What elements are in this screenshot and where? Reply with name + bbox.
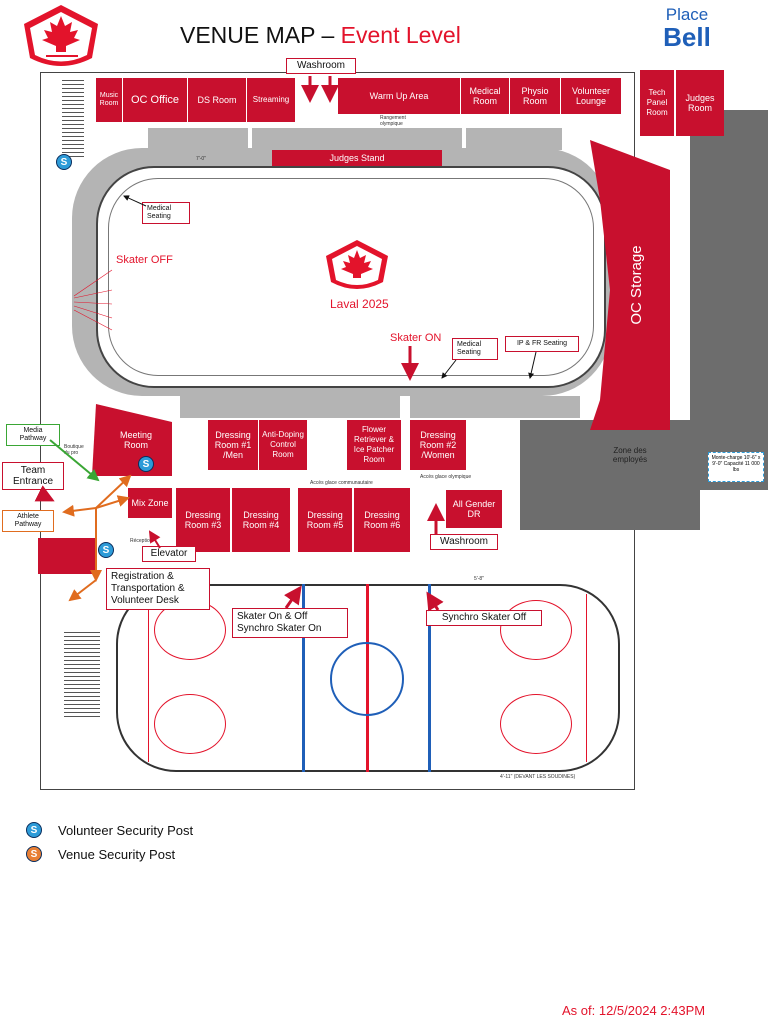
all-gender-dr: All Gender DR [446,490,502,528]
athlete-pathway-label: Athlete Pathway [2,510,54,532]
oc-office: OC Office [123,78,187,122]
elevator-pointer [148,530,161,549]
meeting-room-label: Meeting Room [119,430,153,450]
legend-venue-icon: S [26,846,42,862]
volunteer-lounge: Volunteer Lounge [561,78,621,114]
brand-line-1: Place [665,5,709,24]
monte-charge-label: Monte-charge 10'-6" x 9'-0" Capacité 11 … [708,452,764,482]
team-entrance-label: Team Entrance [2,462,64,490]
page-title: VENUE MAP – Event Level [180,22,461,48]
mix-zone: Mix Zone [128,488,172,518]
stairs-left-top [62,80,84,160]
faceoff-circle-tr [500,600,572,660]
medical-seating-label-2: Medical Seating [452,338,498,360]
rink-blue-line-left [302,584,305,772]
registration-area-room [38,538,96,574]
brand-line-2: Bell [663,22,711,52]
service-area-right [690,110,768,490]
service-area-lower [520,420,700,530]
streaming-room: Streaming [247,78,295,122]
rink-goal-line-right [586,594,587,762]
washroom-bottom-label: Washroom [430,534,498,550]
acces-glace-communautaire: Accès glace communautaire [310,480,373,486]
dimension-bottom: 4'-11" (DEVANT LES SOUDINES) [500,774,576,780]
athlete-pathway-arrows [62,474,132,602]
seating-bottom-left [180,396,400,418]
skater-on-off-arrow [284,585,302,609]
dimension-mid: 5'-8" [474,576,484,582]
ds-room: DS Room [188,78,246,122]
washroom-top-arrows [301,76,339,103]
center-faceoff-circle [330,642,404,716]
faceoff-circle-br [500,694,572,754]
zone-employes-label: Zone des employés [612,446,648,464]
tech-panel-room: Tech Panel Room [640,70,674,136]
dressing-room-1: Dressing Room #1 /Men [208,420,258,470]
skater-on-label: Skater ON [390,332,442,344]
boutique-label: Boutique du pro [64,444,84,456]
ip-fr-seating-label: IP & FR Seating [505,336,579,352]
dressing-room-3: Dressing Room #3 [176,488,230,552]
oc-storage-shape [590,140,670,430]
dressing-room-5: Dressing Room #5 [298,488,352,552]
ip-fr-seating-pointer [528,351,537,379]
dressing-room-2: Dressing Room #2 /Women [410,420,466,470]
flower-retriever-room: Flower Retriever & Ice Patcher Room [347,420,401,470]
washroom-top-label: Washroom [286,58,356,74]
as-of-timestamp: As of: 12/5/2024 2:43PM [562,1003,706,1018]
rangement-label: Rangement olympique [380,115,406,127]
synchro-skater-off-arrow [426,591,444,612]
faceoff-circle-bl [154,694,226,754]
warm-up-area: Warm Up Area [338,78,460,114]
elevator-label: Elevator [142,546,196,562]
seating-top-left [148,128,248,150]
skater-on-off-label: Skater On & Off Synchro Skater On [232,608,348,638]
security-post-icon-nw: S [56,154,72,170]
dressing-room-6: Dressing Room #6 [354,488,410,552]
laval-2025-logo [326,240,388,289]
skater-off-label: Skater OFF [116,254,173,266]
judges-stand: Judges Stand [272,150,442,166]
reception-label: Réception [130,538,153,544]
medical-seating-label-1: Medical Seating [142,202,190,224]
media-pathway-label: Media Pathway [6,424,60,446]
rink-inner-line [108,178,594,376]
anti-doping-room: Anti-Doping Control Room [259,420,307,470]
rink-blue-line-right [428,584,431,772]
media-pathway-arrow [49,439,100,482]
security-post-icon-sw: S [98,542,114,558]
skate-canada-logo [24,5,98,66]
medical-seating-pointer-2 [441,359,457,379]
legend-volunteer-text: Volunteer Security Post [58,823,194,838]
legend-volunteer-icon: S [26,822,42,838]
acces-glace-olympique: Accès glace olympique [420,474,472,480]
medical-seating-pointer-1 [123,195,147,207]
physio-room: Physio Room [510,78,560,114]
dressing-room-4: Dressing Room #4 [232,488,290,552]
synchro-skater-off-label: Synchro Skater Off [426,610,542,626]
medical-room: Medical Room [461,78,509,114]
music-room: Music Room [96,78,122,122]
laval-2025-label: Laval 2025 [330,297,389,311]
judges-room: Judges Room [676,70,724,136]
seating-bottom-right [410,396,580,418]
dimension-top: 7'-0" [196,156,206,162]
seating-top-right [466,128,562,150]
rink-goal-line-left [148,594,149,762]
place-bell-logo: Place Bell [652,5,722,52]
team-entrance-arrow [34,485,55,502]
skater-off-fan [73,269,113,331]
legend-venue-text: Venue Security Post [58,847,176,862]
registration-desk-label: Registration & Transportation & Voluntee… [106,568,210,610]
stairs-left-bottom [64,630,100,720]
seating-top-center [252,128,462,150]
security-post-icon-center: S [138,456,154,472]
